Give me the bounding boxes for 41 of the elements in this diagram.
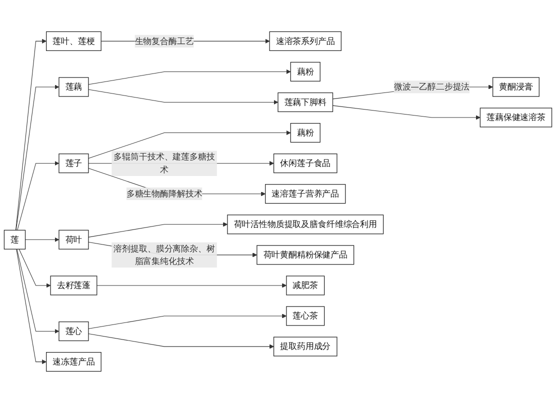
arrow <box>88 130 291 159</box>
node-box: 莲藕 <box>58 77 89 97</box>
node-box: 提取药用成分 <box>273 336 338 356</box>
node-box: 莲心茶 <box>286 306 325 326</box>
arrow <box>88 334 274 349</box>
node-box: 莲子 <box>58 154 89 174</box>
edge-label: 微波—乙醇二步提法 <box>394 82 470 92</box>
edge-label: 多辊筒干技术、建莲多糖技术 <box>114 152 215 174</box>
node-box: 速溶茶系列产品 <box>269 31 342 51</box>
node-box: 去籽莲蓬 <box>50 276 98 296</box>
arrow <box>16 248 60 334</box>
arrow <box>96 283 287 288</box>
edge-label: 多糖生物酶降解技术 <box>126 188 202 199</box>
arrow <box>332 105 480 120</box>
arrow <box>16 84 60 230</box>
arrow <box>88 89 278 105</box>
node-box: 荷叶黄酮精粉保健产品 <box>256 245 354 265</box>
node-box: 莲 <box>4 230 26 250</box>
arrow <box>88 69 291 85</box>
arrow <box>18 248 51 288</box>
node-box: 莲藕保健速溶茶 <box>480 108 552 128</box>
arrow <box>15 38 47 230</box>
node-box: 莲藕下脚料 <box>278 92 334 112</box>
node-box: 藕粉 <box>290 123 320 143</box>
node-box: 休闲莲子食品 <box>273 154 338 174</box>
arrow <box>16 248 47 364</box>
node-box: 速溶莲子营养产品 <box>265 184 346 204</box>
node-box: 荷叶活性物质提取及膳食纤维综合利用 <box>227 214 384 234</box>
node-box: 速冻莲产品 <box>46 352 102 372</box>
edge-label: 溶剂提取、膜分离除杂、树脂富集纯化技术 <box>114 243 215 266</box>
edge-label: 生物复合酶工艺 <box>134 36 194 46</box>
arrow <box>88 314 287 330</box>
arrow <box>88 222 228 238</box>
node-box: 荷叶 <box>58 230 89 250</box>
arrow <box>17 161 60 230</box>
node-box: 莲叶、莲梗 <box>46 31 102 51</box>
node-box: 黄酮浸膏 <box>492 77 540 97</box>
arrow <box>25 237 60 242</box>
node-box: 莲心 <box>58 322 89 342</box>
node-box: 藕粉 <box>290 62 320 82</box>
node-box: 减肥茶 <box>286 276 325 296</box>
